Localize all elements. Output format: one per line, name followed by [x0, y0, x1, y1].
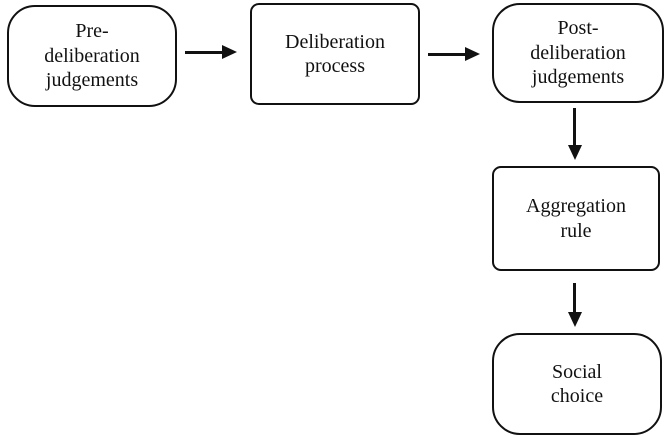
arrow-down-icon: [567, 145, 582, 160]
arrow-deliberation-to-post-shaft: [428, 53, 467, 56]
arrow-aggregation-to-social-shaft: [573, 283, 576, 314]
node-social-choice: Social choice: [492, 333, 662, 435]
arrow-right-icon: [222, 45, 237, 59]
node-pre-deliberation-judgements: Pre- deliberation judgements: [7, 5, 177, 107]
node-post-deliberation-judgements: Post- deliberation judgements: [492, 3, 664, 103]
node-deliberation-process: Deliberation process: [250, 3, 420, 105]
arrow-right-icon: [465, 47, 480, 61]
arrow-pre-to-deliberation-shaft: [185, 51, 224, 54]
arrow-down-icon: [567, 312, 582, 327]
node-aggregation-rule: Aggregation rule: [492, 166, 660, 271]
arrow-post-to-aggregation-shaft: [573, 108, 576, 147]
